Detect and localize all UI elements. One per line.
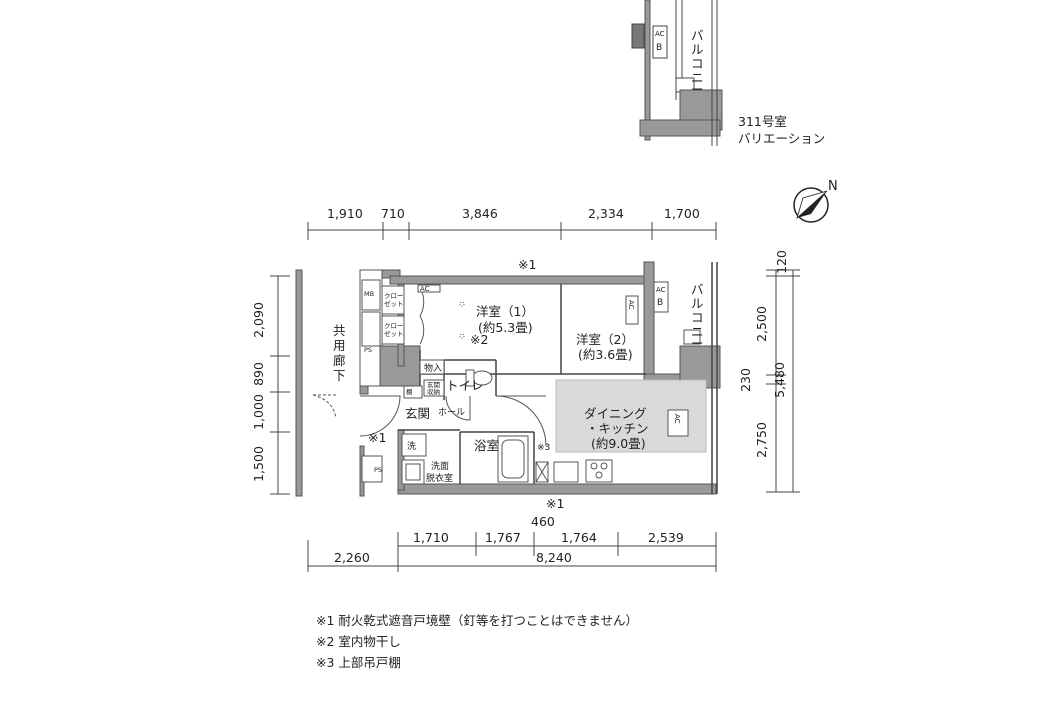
svg-text:クロー: クロー	[384, 322, 404, 330]
dim-bottom-2539: 2,539	[648, 530, 684, 545]
mark-3: ※3	[537, 443, 550, 453]
b-label: B	[657, 298, 663, 308]
note-3: ※3 上部吊戸棚	[316, 655, 401, 670]
north-label: N	[828, 179, 838, 194]
left-dimension-line	[270, 275, 290, 495]
dim-right-230: 230	[738, 368, 753, 392]
dim-right-2750: 2,750	[754, 422, 769, 458]
dim-top-710: 710	[381, 206, 405, 221]
dim-bottom-1710: 1,710	[413, 530, 449, 545]
corridor-label: 共 用 廊 下	[333, 323, 346, 383]
datsuishitsu-label: 脱衣室	[426, 472, 453, 484]
closet-label-1: クロー ゼット	[384, 292, 404, 308]
svg-text:コ: コ	[691, 56, 704, 71]
right-dimension-line	[766, 269, 800, 493]
dim-bottom-8240: 8,240	[536, 550, 572, 565]
inset-balcony-label: バ ル コ ニ ー	[691, 28, 704, 97]
svg-text:収納: 収納	[427, 387, 440, 396]
mark-1-top: ※1	[518, 257, 536, 272]
dim-top-3846: 3,846	[462, 206, 498, 221]
genkan-storage-label: 玄関 収納	[427, 380, 440, 396]
dk-name-2: ・キッチン	[586, 421, 649, 436]
senmen-label: 洗面	[431, 460, 449, 472]
sen-label: 洗	[407, 440, 416, 452]
svg-text:ニ: ニ	[691, 324, 704, 339]
svg-text:廊: 廊	[333, 353, 346, 368]
dim-bottom-1764: 1,764	[561, 530, 597, 545]
dim-bottom-460: 460	[531, 514, 555, 529]
ac-label-western2: AC	[627, 300, 635, 310]
svg-text:ゼット: ゼット	[384, 299, 404, 308]
dim-top-2334: 2,334	[588, 206, 624, 221]
mark-2: ※2	[470, 332, 488, 347]
hall-label: ホール	[438, 407, 465, 418]
dim-right-2500: 2,500	[754, 306, 769, 342]
common-corridor	[295, 269, 337, 497]
mark-1-bottom: ※1	[546, 496, 564, 511]
dim-bottom-2260: 2,260	[334, 550, 370, 565]
ac-label-western1: AC	[420, 285, 430, 293]
toilet-label: トイレ	[446, 378, 484, 393]
ac-label-balcony: AC	[656, 286, 666, 294]
western2-name: 洋室（2）	[576, 332, 634, 347]
note-1: ※1 耐火乾式遮音戸境壁（釘等を打つことはできません）	[316, 613, 639, 628]
dim-left-1500: 1,500	[251, 446, 266, 482]
top-dimension-line	[307, 222, 717, 240]
dim-left-1000: 1,000	[251, 394, 266, 430]
balcony-label: バ ル コ ニ ー	[691, 282, 704, 351]
svg-text:用: 用	[333, 338, 346, 353]
notes: ※1 耐火乾式遮音戸境壁（釘等を打つことはできません） ※2 室内物干し ※3 …	[316, 610, 638, 673]
mb-label: MB	[364, 290, 374, 298]
inset-ac-label: AC	[655, 30, 665, 38]
closet-label-2: クロー ゼット	[384, 322, 404, 338]
svg-text:ル: ル	[691, 296, 704, 311]
svg-text:バ: バ	[691, 28, 704, 43]
dk-size: (約9.0畳)	[591, 436, 646, 451]
variation-room-label: 311号室	[738, 114, 787, 129]
svg-text:共: 共	[333, 323, 346, 338]
svg-text:ル: ル	[691, 42, 704, 57]
svg-text:ゼット: ゼット	[384, 329, 404, 338]
fixtures	[405, 281, 701, 483]
dim-left-890: 890	[251, 362, 266, 386]
variation-inset	[631, 0, 723, 146]
dk-name: ダイニング	[584, 406, 647, 421]
compass: N	[793, 179, 838, 223]
svg-text:コ: コ	[691, 310, 704, 325]
genkan-label: 玄関	[405, 406, 430, 421]
western1-name: 洋室（1）	[476, 304, 534, 319]
svg-text:バ: バ	[691, 282, 704, 297]
western2-size: (約3.6畳)	[578, 347, 633, 362]
partitions	[398, 262, 718, 494]
variation-title: バリエーション	[738, 131, 825, 146]
note-2: ※2 室内物干し	[316, 634, 401, 649]
svg-text:ー: ー	[691, 336, 704, 351]
bottom-dimension-line	[307, 532, 717, 572]
bath-label: 浴室	[474, 438, 499, 453]
dim-right-120: 120	[774, 250, 789, 274]
inset-b-label: B	[656, 43, 662, 53]
svg-text:クロー: クロー	[384, 292, 404, 300]
dim-left-2090: 2,090	[251, 302, 266, 338]
mark-1-left: ※1	[368, 430, 386, 445]
ps-label-bottom: PS	[374, 466, 382, 474]
tana-label: 棚	[406, 387, 413, 396]
dim-top-1910: 1,910	[327, 206, 363, 221]
svg-text:下: 下	[333, 368, 346, 383]
ps-label-top: PS	[364, 346, 372, 354]
svg-text:玄関: 玄関	[427, 380, 440, 389]
ac-label-dk: AC	[673, 414, 681, 424]
dim-right-total: 5,480	[772, 362, 787, 398]
drying-hooks	[459, 301, 465, 339]
svg-text:ニ: ニ	[691, 70, 704, 85]
dim-bottom-1767: 1,767	[485, 530, 521, 545]
monoire-label: 物入	[424, 362, 442, 374]
svg-text:ー: ー	[691, 82, 704, 97]
western1-size: (約5.3畳)	[478, 320, 533, 335]
dim-top-1700: 1,700	[664, 206, 700, 221]
